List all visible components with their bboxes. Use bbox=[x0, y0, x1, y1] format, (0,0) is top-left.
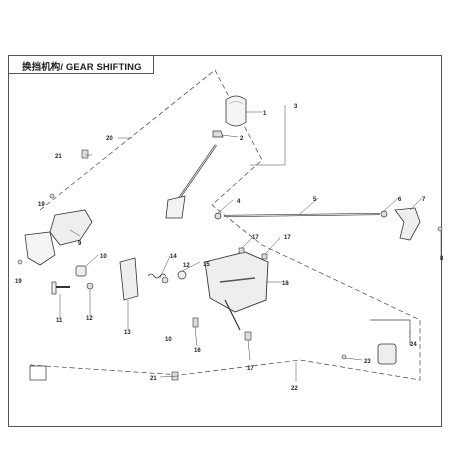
callout-24: 24 bbox=[410, 342, 417, 348]
callout-20: 20 bbox=[106, 136, 113, 142]
detent-plate bbox=[119, 257, 139, 301]
bolts bbox=[192, 247, 268, 341]
callout-5: 5 bbox=[313, 197, 317, 203]
callout-10b: 10 bbox=[165, 337, 172, 343]
callout-19a: 19 bbox=[38, 202, 45, 208]
knob-nut bbox=[212, 130, 224, 138]
callout-14: 14 bbox=[170, 254, 177, 260]
shift-knob bbox=[225, 95, 247, 127]
shift-rod bbox=[214, 210, 388, 220]
leader-lines bbox=[59, 105, 442, 382]
callout-16: 16 bbox=[194, 348, 201, 354]
callout-21a: 21 bbox=[55, 154, 62, 160]
callout-17a: 17 bbox=[252, 235, 259, 241]
callout-15: 15 bbox=[203, 262, 210, 268]
callout-13: 13 bbox=[124, 330, 131, 336]
callout-18: 18 bbox=[282, 281, 289, 287]
callout-2: 2 bbox=[240, 136, 244, 142]
callout-7: 7 bbox=[422, 197, 426, 203]
bracket bbox=[17, 193, 93, 266]
shift-lever bbox=[165, 144, 217, 219]
shifter-housing bbox=[204, 251, 269, 331]
cable-bracket bbox=[341, 319, 411, 365]
shift-arm bbox=[394, 207, 443, 241]
callout-9: 9 bbox=[78, 241, 82, 247]
callout-17b: 17 bbox=[284, 235, 291, 241]
warning-decal bbox=[29, 365, 47, 381]
callout-8: 8 bbox=[440, 256, 444, 262]
callout-19b: 19 bbox=[15, 279, 22, 285]
callout-labels: 1 2 3 4 5 6 7 8 9 10 10 11 12 12 13 14 1… bbox=[15, 104, 444, 392]
spring bbox=[147, 270, 187, 284]
callout-17c: 17 bbox=[247, 366, 254, 372]
callout-4: 4 bbox=[237, 199, 241, 205]
pivot-pin bbox=[51, 281, 70, 295]
title-box bbox=[8, 55, 154, 74]
callout-3: 3 bbox=[294, 104, 298, 110]
callout-21b: 21 bbox=[150, 376, 157, 382]
callout-23: 23 bbox=[364, 359, 371, 365]
bushing bbox=[75, 265, 94, 290]
diagram-title: 换挡机构/ GEAR SHIFTING bbox=[22, 62, 142, 73]
callout-12b: 12 bbox=[183, 263, 190, 269]
callout-1: 1 bbox=[263, 111, 267, 117]
callout-6: 6 bbox=[398, 197, 402, 203]
callout-10a: 10 bbox=[100, 254, 107, 260]
callout-11: 11 bbox=[56, 318, 63, 324]
callout-22: 22 bbox=[291, 386, 298, 392]
diagram-frame bbox=[8, 55, 442, 427]
callout-12a: 12 bbox=[86, 316, 93, 322]
